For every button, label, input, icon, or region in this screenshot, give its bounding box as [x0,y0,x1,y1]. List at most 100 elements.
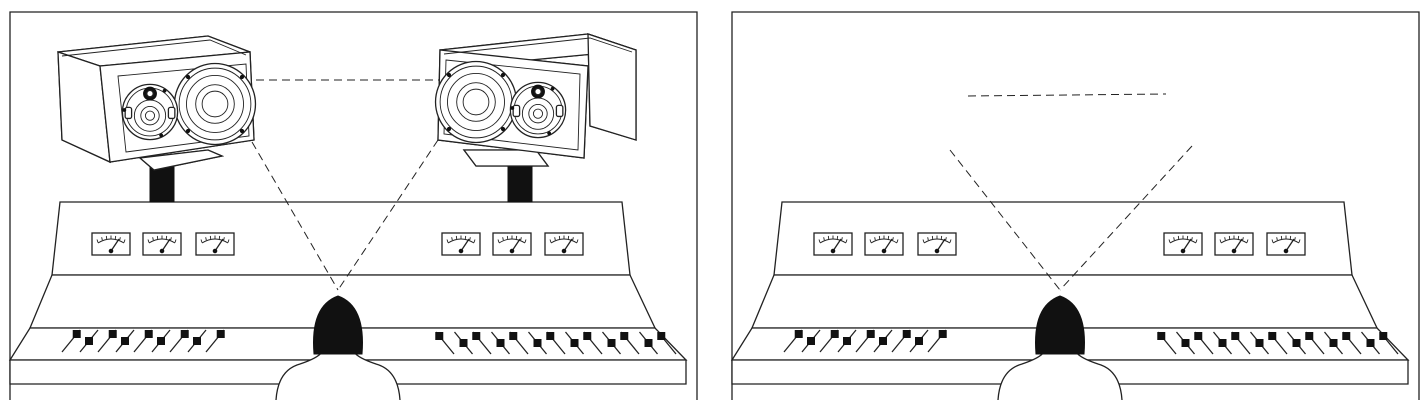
vu-meter-tick [549,239,552,243]
vu-meter-tick [174,239,177,243]
panel-frame [9,11,698,400]
stand-cradle [138,149,225,171]
vu-meter-pivot [830,248,836,254]
right-faders [1157,331,1399,355]
vu-meter-tick [1242,237,1244,241]
vu-meter-tick [554,237,556,241]
vu-meter-scale [550,238,578,244]
fader-icon [453,331,474,355]
vu-meter-tick [1246,239,1249,243]
vu-meter-scale [1220,238,1248,244]
control-pod-right [555,104,564,118]
fader-knob [435,332,444,340]
vu-meter-tick [922,239,925,243]
vu-meter-pivot [881,248,887,254]
vu-meter-scale [1169,238,1197,244]
fader-icon [169,329,189,353]
fader-icon [1323,331,1344,355]
fader-knob [1329,339,1338,347]
fader-icon [1268,331,1288,355]
vu-meter-tick [1224,237,1226,241]
fader-knob [496,339,505,347]
listener-head [313,295,363,355]
vu-meter-tick [1173,237,1175,241]
vu-meter-icon [441,232,481,256]
left-axis-line [251,141,339,291]
vu-meter-icon [1266,232,1306,256]
tweeter-dome [144,110,156,121]
tweeter-ring [528,104,548,124]
woofer-screw [185,128,191,134]
right-axis-line [1059,145,1193,291]
hf-driver-center [146,89,154,98]
fader-icon [187,329,207,353]
vu-meter-scale [819,238,847,244]
fader-knob [180,330,189,338]
woofer-inner-cone [195,84,235,124]
woofer-screw [446,126,452,132]
right-faders [435,331,677,355]
vu-meter-tick [1219,239,1222,243]
woofer-screw [446,72,452,78]
fader-icon [205,329,225,353]
vu-meter-needle [161,238,171,252]
vu-meter-icon [1214,232,1254,256]
woofer-dustcap [201,90,229,118]
listener-silhouette-icon [997,295,1123,400]
vu-meter-needle [832,238,842,252]
vu-meter-icon [142,232,182,256]
vu-meter-tick [1276,237,1278,241]
fader-knob [1218,339,1227,347]
control-pod-left [512,104,521,118]
vu-meter-tick [576,239,579,243]
vu-meter-tick [1298,239,1301,243]
fader-knob [938,330,947,338]
vu-meter-tick [896,239,899,243]
woofer-cone [186,75,244,133]
fader-icon [873,329,893,353]
woofer-screw [239,128,245,134]
module-screw [162,88,167,93]
vu-meter-tick [841,237,843,241]
vu-meter-needle [214,238,224,252]
fader-knob [1181,339,1190,347]
fader-icon [801,329,821,353]
vu-meter-tick [147,239,150,243]
fader-icon [1379,331,1399,355]
right-studio-monitor-icon [434,33,637,203]
fader-knob [843,337,851,345]
vu-meter-icon [917,232,957,256]
vu-meter-needle [1233,238,1243,252]
fader-icon [151,329,171,353]
vu-meter-icon [492,232,532,256]
listener-head [1035,295,1085,355]
vu-meter-pivot [1180,248,1186,254]
fader-icon [1194,331,1214,355]
fader-knob [459,339,468,347]
meter-bridge [773,201,1353,276]
left-faders [783,329,947,353]
fader-icon [819,329,839,353]
fader-knob [902,330,911,338]
fader-icon [1305,331,1325,355]
vu-meter-needle [511,238,521,252]
vu-meter-tick [205,237,207,241]
vu-meter-scale [870,238,898,244]
meters [813,232,1306,256]
module-screw [122,108,127,112]
fader-knob [915,337,923,345]
vu-meter-tick [227,239,230,243]
fader-knob [1379,332,1388,340]
vu-meter-scale [498,238,526,244]
vu-meter-tick [200,239,203,243]
fader-icon [509,331,529,355]
vu-meter-tick [949,239,952,243]
fader-icon [546,331,566,355]
fader-knob [472,332,481,340]
vu-meter-scale [201,238,229,244]
fader-knob [1342,332,1351,340]
vu-meter-tick [869,239,872,243]
vu-meter-tick [927,237,929,241]
fader-knob [509,332,518,340]
fader-icon [527,331,548,355]
